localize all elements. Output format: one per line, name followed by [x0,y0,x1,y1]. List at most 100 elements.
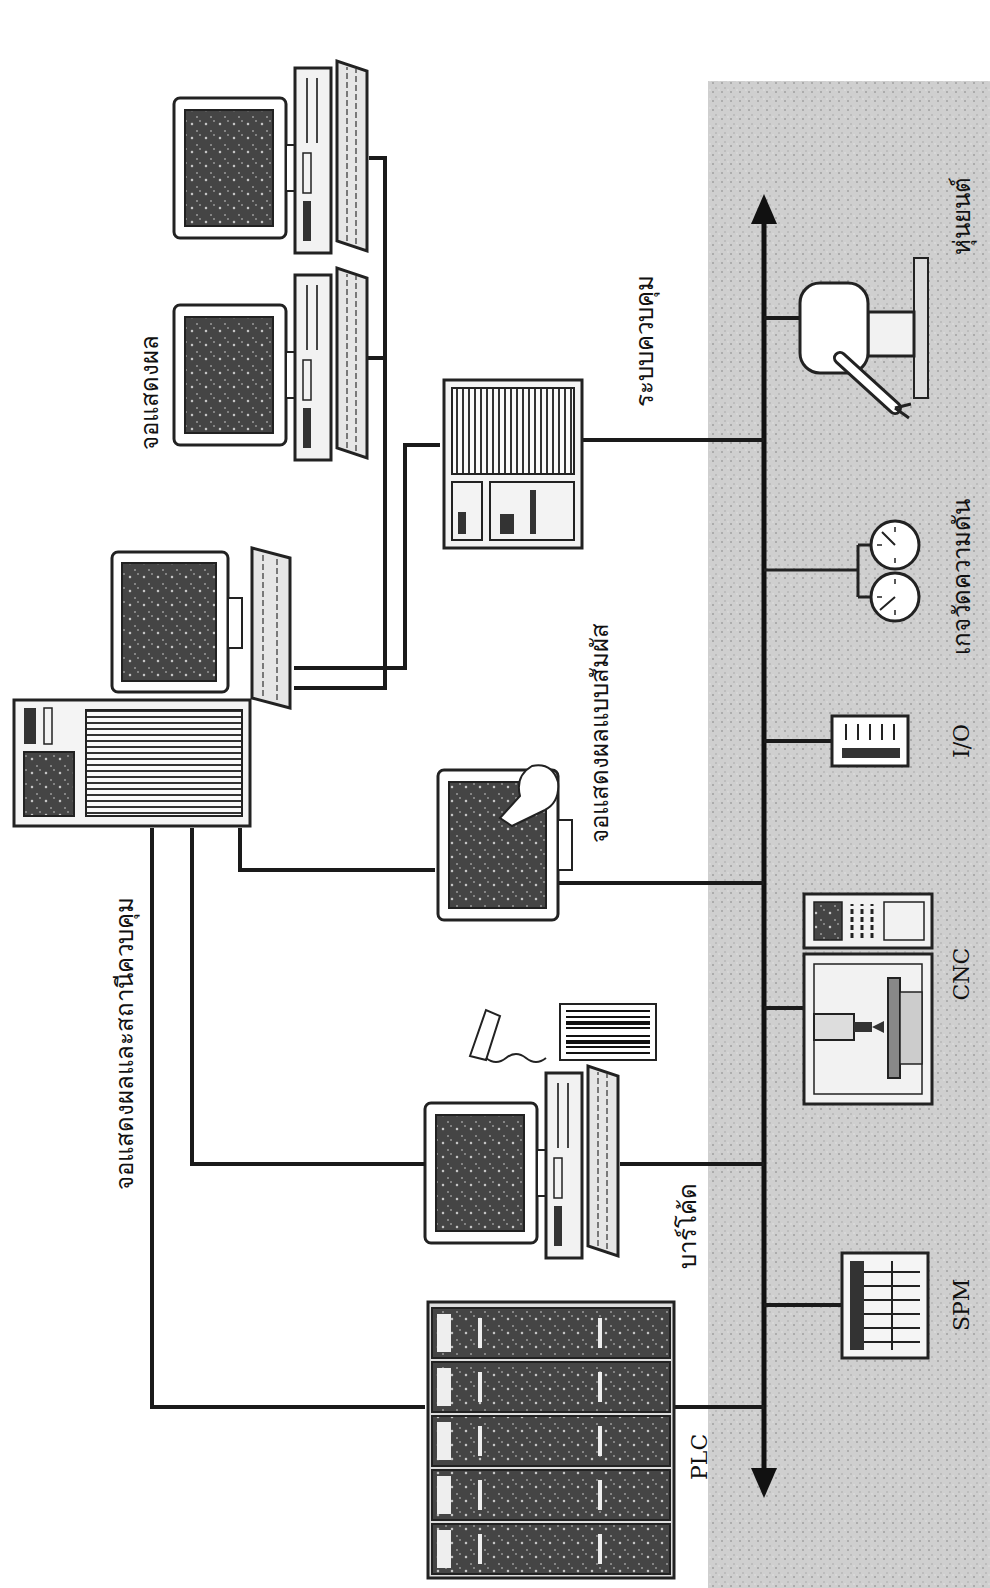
control-system-illustration [444,380,582,548]
pressure-gauge-illustration [764,545,871,597]
device-label: เกจวัดความดัน [949,499,975,655]
workstation-illustration [122,563,216,681]
display-terminal: จอแสดงผล [172,56,369,465]
pressure-gauge-illustration [764,521,919,621]
field-bus [751,1468,777,1498]
spm-machine: SPM [840,1250,931,1361]
label-text: ระบบควบคุม [632,275,658,407]
pressure-gauge-illustration [880,532,895,610]
barcode-terminal: บาร์โค้ด [425,1002,658,1265]
network-cable [152,828,425,1407]
plc-illustration [432,1524,670,1574]
io-illustration [842,748,900,758]
device-label: จอแสดงผลแบบสัมผัส [587,623,613,843]
cnc-illustration [814,902,842,940]
robot-illustration [840,358,895,408]
barcode-illustration [566,1011,650,1053]
plc-illustration [437,1314,451,1568]
io-illustration [832,716,908,766]
label-text: บาร์โค้ด [675,1183,701,1269]
plc-illustration [480,1318,600,1564]
plc: PLC [425,1300,675,1580]
cnc-illustration [884,902,924,940]
label-text: CNC [950,948,974,1001]
spm-illustration [842,1253,928,1358]
display-illustration [174,268,367,460]
display-illustration [174,61,367,253]
touch-screen-illustration [438,765,572,920]
device-label: PLC [688,1434,712,1480]
plc-illustration [432,1416,670,1466]
robot-illustration [840,358,895,408]
control-system-illustration [444,380,582,548]
plc-illustration [432,1470,670,1520]
device-label: I/O [950,724,974,758]
plc-illustration [428,1302,674,1578]
robot-illustration [800,258,928,418]
control-system-illustration [452,482,482,540]
display-illustration [174,61,367,460]
cnc-illustration [852,904,872,938]
workstation-illustration [252,548,290,708]
robot: หุ่นยนต์ [774,248,931,425]
cnc-illustration [804,894,932,948]
cnc-illustration [888,978,900,1078]
label-text: เกจวัดความดัน [949,499,975,655]
network-cable [240,828,435,870]
control-system-illustration [500,514,514,534]
plc-illustration [432,1308,670,1358]
workstation-illustration [263,554,277,700]
label-text: SPM [950,1279,974,1331]
cnc-machine: CNC [800,891,935,1108]
control-system-illustration [452,388,574,474]
robot-illustration [895,404,911,418]
control-system-illustration [458,512,466,534]
cnc-illustration [872,1021,884,1033]
device-label: ระบบควบคุม [632,275,658,407]
touch-screen-illustration [558,820,572,870]
pressure-gauge-illustration [877,527,895,615]
device-label: SPM [950,1279,974,1331]
workstation-illustration [86,710,242,816]
touch-screen: จอแสดงผลแบบสัมผัส [435,753,575,923]
robot-illustration [868,312,914,356]
control-system-illustration [530,490,536,534]
spm-illustration [850,1261,864,1350]
field-bus [367,318,842,1407]
io-illustration [832,716,908,766]
barcode-illustration [470,1010,500,1060]
workstation-illustration [14,548,290,826]
label-text: PLC [688,1434,712,1480]
label-text: I/O [950,724,974,758]
pressure-gauge: เกจวัดความดัน [845,521,936,622]
device-label: จอแสดงผล [137,335,163,450]
barcode-illustration [486,1054,546,1062]
plc-illustration [428,1302,674,1578]
workstation-illustration [44,708,52,744]
barcode-illustration [425,1004,656,1258]
cnc-illustration [814,964,922,1094]
control-system-illustration [490,482,574,540]
field-bus [751,194,777,224]
touch-screen-illustration [500,765,558,826]
spm-illustration [864,1261,920,1350]
control-station: จอแสดงผลและสถานีควบคุม [12,546,294,828]
network-cable [294,445,440,668]
barcode-illustration [425,1066,618,1258]
cnc-illustration [804,894,932,1104]
workstation-illustration [228,598,242,648]
barcode-illustration [560,1004,656,1060]
cnc-illustration [814,1014,854,1040]
label-text: จอแสดงผลแบบสัมผัส [587,623,613,843]
workstation-illustration [24,752,74,816]
control-system: ระบบควบคุม [440,376,585,552]
plc-illustration [432,1362,670,1412]
spm-illustration [842,1253,928,1358]
robot-illustration [914,258,928,398]
workstation-illustration [24,708,36,744]
network-cable [294,158,385,688]
